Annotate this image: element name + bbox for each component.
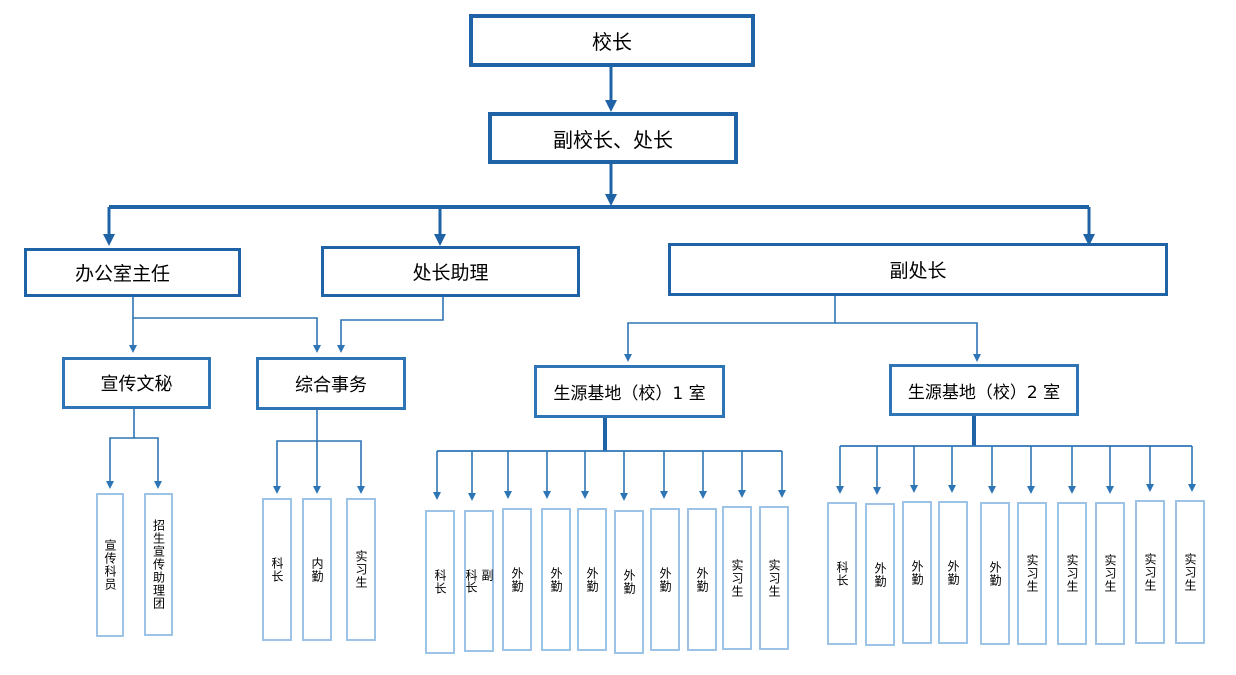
leaf-room2-6: 实习生 (1057, 502, 1087, 645)
leaf-label: 科长 (433, 569, 447, 595)
connector-deputy-room1 (624, 295, 836, 362)
node-deputy-director: 副处长 (668, 243, 1168, 296)
leaf-publicity-staff: 宣传科员 (96, 493, 124, 637)
node-room1-label: 生源基地（校）1 室 (553, 384, 706, 404)
node-office-director: 办公室主任 (24, 248, 241, 297)
leaf-label: 科长 (835, 560, 849, 587)
leaf-label: 招生宣传助理团 (151, 519, 166, 610)
leaf-label: 外勤 (873, 561, 887, 588)
leaf-label-group: 副 科长 (464, 569, 494, 593)
leaf-room2-8: 实习生 (1135, 500, 1165, 644)
leaf-label: 实习生 (1143, 552, 1157, 592)
leaf-label: 实习生 (767, 558, 781, 598)
connector-room2-drops (836, 446, 1196, 495)
leaf-label: 外勤 (695, 566, 709, 593)
leaf-label: 外勤 (510, 566, 524, 593)
leaf-room1-8: 实习生 (722, 506, 752, 650)
leaf-label: 实习生 (354, 550, 368, 589)
node-deputy-director-label: 副处长 (889, 260, 947, 282)
node-principal-label: 校长 (592, 30, 632, 54)
leaf-label: 宣传科员 (103, 539, 117, 591)
leaf-room1-3: 外勤 (541, 508, 571, 651)
node-general-affairs-label: 综合事务 (295, 374, 367, 396)
leaf-label: 科长 (270, 556, 284, 583)
node-room1: 生源基地（校）1 室 (534, 365, 725, 418)
leaf-general-intern: 实习生 (346, 498, 376, 641)
leaf-room1-0: 科长 (425, 510, 455, 654)
node-publicity-label: 宣传文秘 (100, 374, 173, 395)
leaf-label: 内勤 (310, 556, 324, 583)
leaf-room2-5: 实习生 (1017, 502, 1047, 645)
leaf-label: 外勤 (622, 569, 636, 595)
leaf-room2-9: 实习生 (1175, 500, 1205, 644)
node-principal: 校长 (469, 14, 755, 67)
leaf-label: 外勤 (910, 559, 924, 586)
leaf-room1-2: 外勤 (502, 508, 532, 651)
leaf-room1-9: 实习生 (759, 506, 789, 650)
leaf-label: 外勤 (658, 566, 672, 593)
connector-general-leaf1 (273, 409, 318, 494)
node-vice-principal: 副校长、处长 (488, 112, 738, 164)
node-vice-principal-label: 副校长、处长 (553, 127, 673, 152)
node-director-assistant-label: 处长助理 (412, 262, 489, 284)
leaf-room1-5: 外勤 (614, 510, 644, 654)
leaf-room1-4: 外勤 (577, 508, 607, 651)
leaf-label: 外勤 (585, 566, 599, 593)
node-room2: 生源基地（校）2 室 (889, 364, 1079, 416)
node-director-assistant: 处长助理 (321, 246, 580, 297)
leaf-room2-3: 外勤 (938, 501, 968, 644)
connector-deputy-room2 (835, 322, 981, 362)
leaf-room2-2: 外勤 (902, 501, 932, 644)
leaf-label: 外勤 (946, 559, 960, 586)
connector-assistant-general (337, 296, 444, 353)
connector-publicity-leaf2 (134, 437, 162, 489)
leaf-admission-assistants: 招生宣传助理团 (144, 493, 173, 636)
leaf-label: 实习生 (1065, 554, 1079, 593)
leaf-label: 实习生 (1183, 552, 1197, 592)
node-office-director-label: 办公室主任 (75, 263, 171, 285)
leaf-room1-1: 副 科长 (464, 510, 494, 652)
connector-room1-drops (433, 451, 786, 501)
leaf-label: 实习生 (1025, 554, 1039, 593)
connector-office-general (132, 296, 321, 353)
leaf-room2-7: 实习生 (1095, 502, 1125, 645)
leaf-room1-6: 外勤 (650, 508, 680, 651)
leaf-label: 外勤 (988, 560, 1002, 587)
leaf-general-clerk: 内勤 (302, 498, 332, 641)
leaf-room1-7: 外勤 (687, 508, 717, 651)
leaf-label-line: 副 (480, 569, 494, 581)
node-room2-label: 生源基地（校）2 室 (907, 382, 1061, 403)
node-general-affairs: 综合事务 (256, 357, 406, 410)
leaf-room2-0: 科长 (827, 502, 857, 645)
leaf-room2-1: 外勤 (865, 503, 895, 646)
leaf-label: 实习生 (1103, 554, 1117, 593)
node-publicity: 宣传文秘 (62, 357, 211, 409)
leaf-label: 实习生 (730, 558, 744, 598)
connector-general-leaf3 (317, 440, 365, 494)
leaf-general-chief: 科长 (262, 498, 292, 641)
leaf-label: 外勤 (549, 566, 563, 593)
leaf-label-line: 科长 (464, 569, 478, 593)
leaf-room2-4: 外勤 (980, 502, 1010, 645)
connector-publicity-leaf1 (106, 408, 135, 489)
